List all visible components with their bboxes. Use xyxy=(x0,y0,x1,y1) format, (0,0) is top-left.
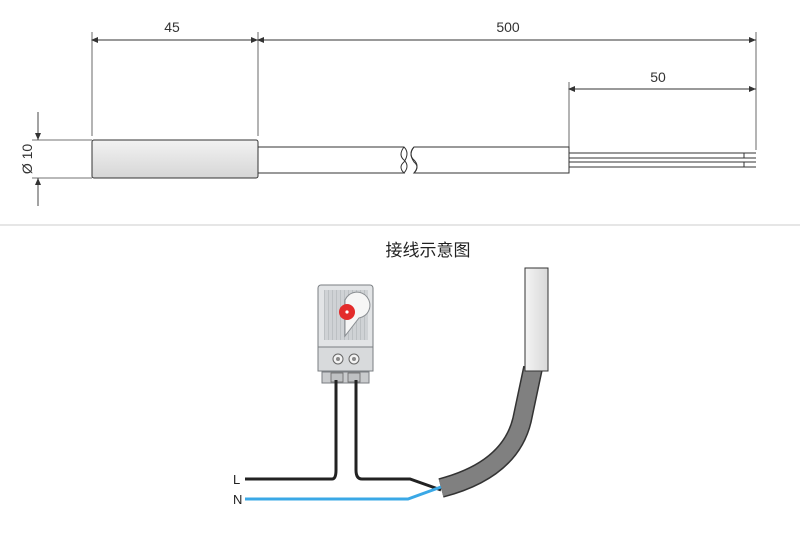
wiring-diagram: L N xyxy=(233,267,549,507)
blue-wire-neutral xyxy=(245,485,442,501)
dimension-drawing: 45 500 50 Ø 10 xyxy=(19,19,757,206)
cable-segment xyxy=(410,146,570,174)
black-wire-load xyxy=(354,380,442,492)
thermostat xyxy=(317,284,374,384)
cable-break-mark xyxy=(410,146,418,174)
black-wire-live xyxy=(245,380,338,481)
neutral-label: N xyxy=(233,492,242,507)
cable-segment xyxy=(257,146,408,174)
dimension-500-label: 500 xyxy=(496,19,520,35)
dimension-45-label: 45 xyxy=(164,19,180,35)
dimension-50-label: 50 xyxy=(650,69,666,85)
live-label: L xyxy=(233,472,240,487)
temperature-probe xyxy=(524,267,549,372)
thermostat-dial xyxy=(344,291,371,338)
sensor-cable-fill xyxy=(438,366,542,497)
cable-break-mark xyxy=(400,146,408,174)
sensor-body xyxy=(91,139,259,179)
diameter-label: Ø 10 xyxy=(19,144,35,175)
wiring-diagram-title: 接线示意图 xyxy=(386,241,471,261)
lead-wires xyxy=(569,152,756,168)
